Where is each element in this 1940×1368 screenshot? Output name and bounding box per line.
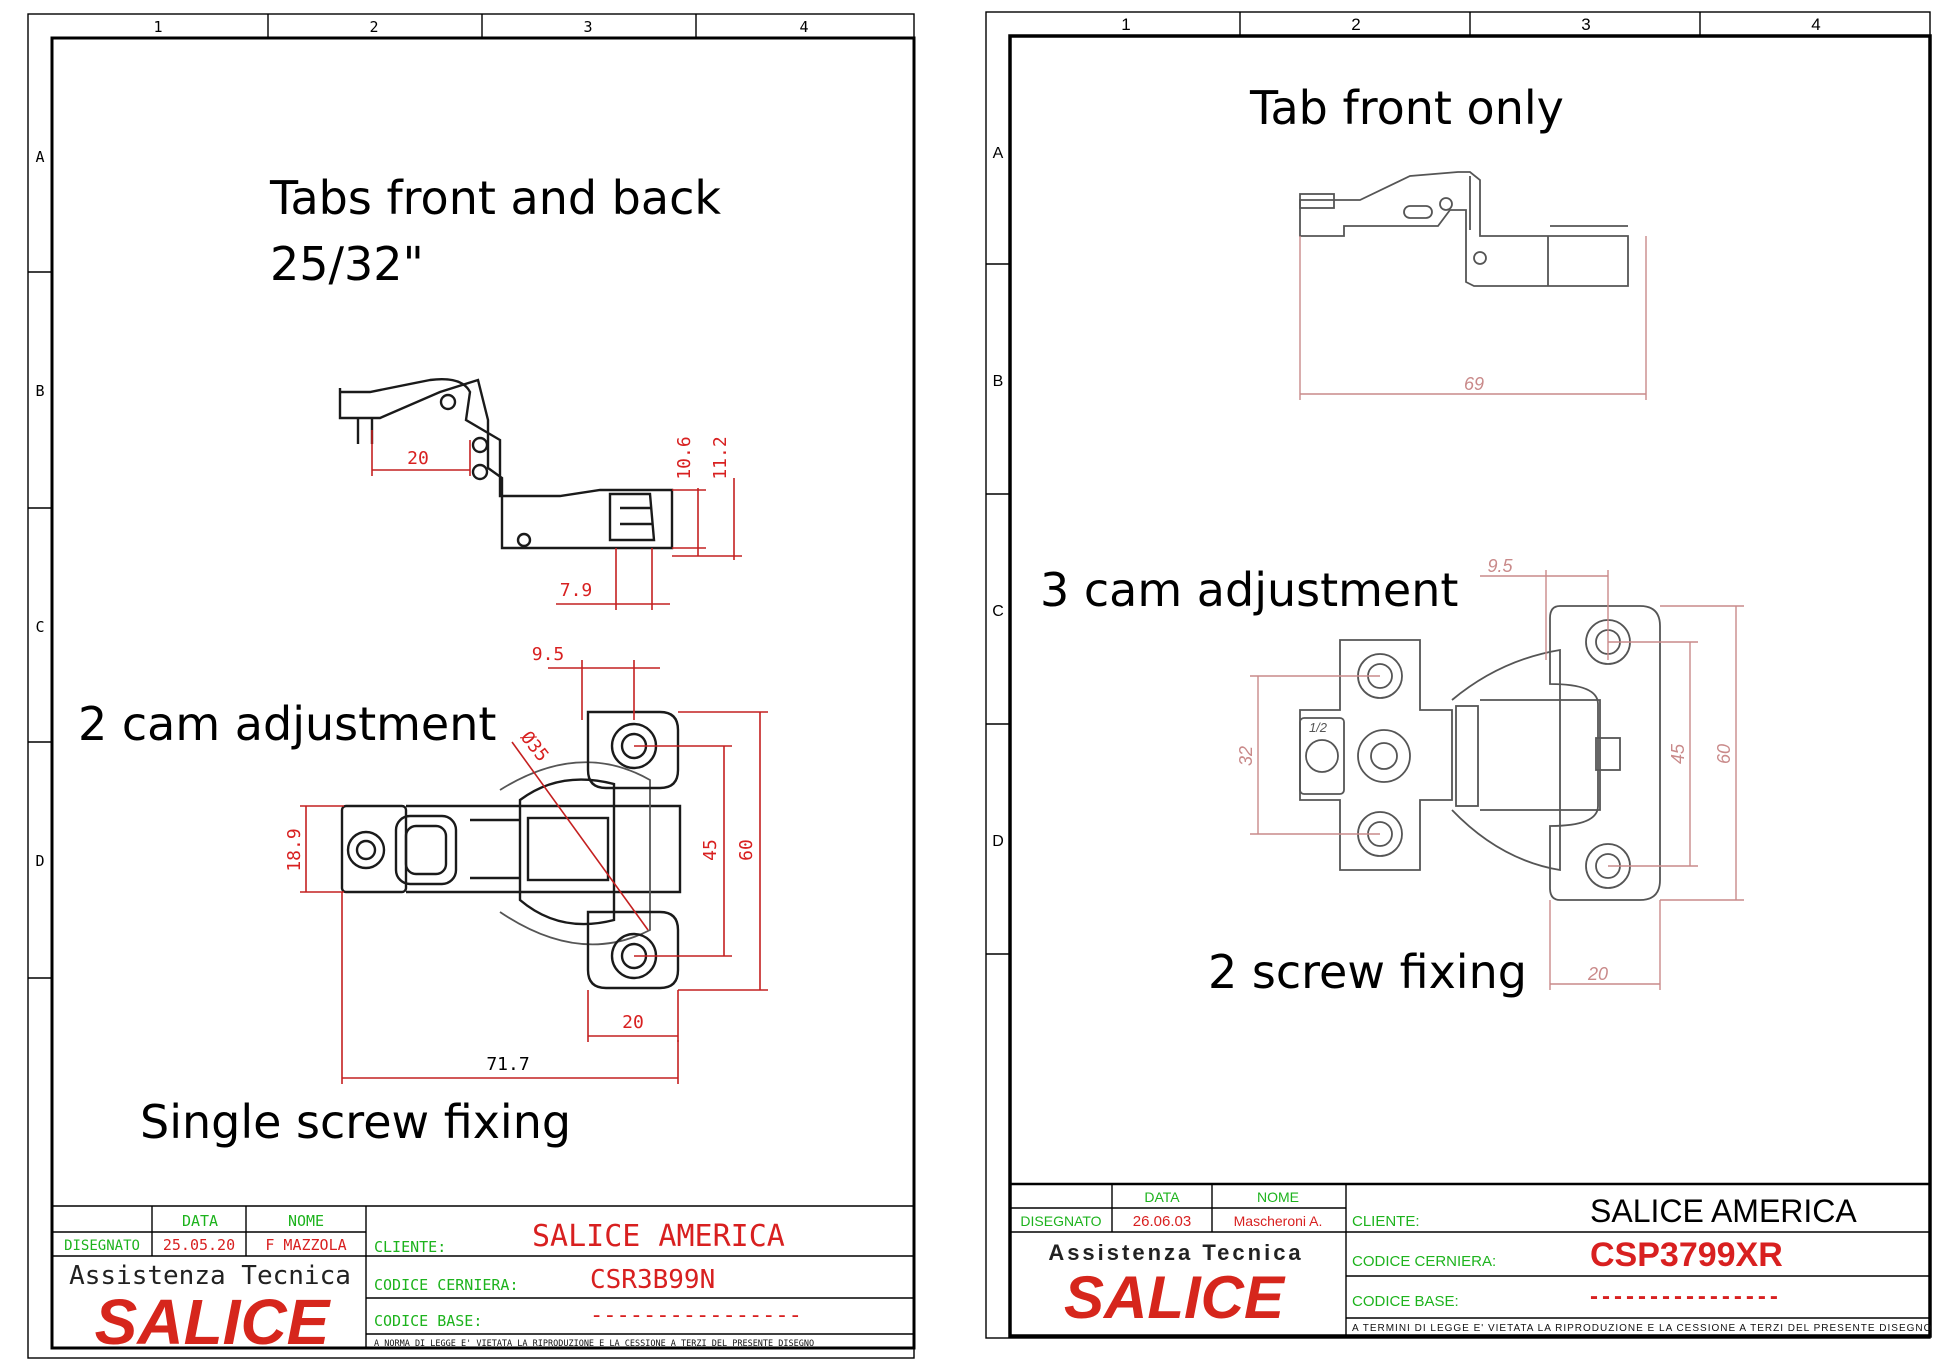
- left-date: 25.05.20: [163, 1236, 235, 1254]
- left-row-label-a: A: [35, 148, 44, 166]
- right-name: Mascheroni A.: [1234, 1213, 1323, 1229]
- left-dim-7-9: 7.9: [560, 580, 593, 601]
- right-col-label-2: 2: [1351, 15, 1360, 34]
- left-cerniera-value: CSR3B99N: [590, 1265, 715, 1295]
- left-footer-legal: A NORMA DI LEGGE E' VIETATA LA RIPRODUZI…: [374, 1339, 814, 1349]
- right-dim-32: 32: [1236, 746, 1256, 766]
- right-hinge-side-view: [1299, 171, 1629, 287]
- left-data-label: DATA: [182, 1212, 218, 1230]
- right-footer-legal: A TERMINI DI LEGGE E' VIETATA LA RIPRODU…: [1352, 1323, 1932, 1334]
- right-dim-45: 45: [1668, 743, 1688, 764]
- left-dim-diameter-35: Ø35: [516, 727, 553, 766]
- right-title-block: DATA NOME DISEGNATO 26.06.03 Mascheroni …: [1010, 1182, 1932, 1336]
- right-cliente-value: SALICE AMERICA: [1590, 1193, 1857, 1229]
- left-disegnato-label: DISEGNATO: [64, 1238, 140, 1254]
- right-assistenza: Assistenza Tecnica: [1048, 1240, 1303, 1265]
- left-row-label-c: C: [35, 618, 44, 636]
- right-dim-1-2: 1/2: [1309, 720, 1328, 735]
- right-base-value: ----------------: [1590, 1283, 1782, 1310]
- right-side-dims: 69: [1299, 236, 1647, 400]
- left-hinge-side-view: [338, 378, 674, 550]
- right-date: 26.06.03: [1133, 1213, 1191, 1230]
- right-data-label: DATA: [1144, 1189, 1180, 1205]
- right-base-label: CODICE BASE:: [1352, 1293, 1459, 1310]
- left-note-tabs-line1: Tabs front and back: [269, 171, 721, 225]
- left-dim-10-6: 10.6: [674, 436, 695, 479]
- right-cliente-label: CLIENTE:: [1352, 1213, 1420, 1230]
- right-col-label-4: 4: [1811, 15, 1820, 34]
- right-row-label-c: C: [992, 603, 1004, 620]
- right-cerniera-value: CSP3799XR: [1590, 1236, 1783, 1274]
- right-note-tab: Tab front only: [1249, 81, 1564, 135]
- left-inner-frame: [50, 36, 916, 1350]
- right-note-screw: 2 screw fixing: [1208, 945, 1527, 999]
- right-front-dims: 9.5 32 45 60 20: [1236, 556, 1744, 990]
- right-sheet: 1 2 3 4 A B C D Tab front only 3 cam adj…: [985, 11, 1932, 1339]
- left-dim-9-5: 9.5: [532, 644, 565, 665]
- right-col-label-1: 1: [1121, 15, 1130, 34]
- right-cerniera-label: CODICE CERNIERA:: [1352, 1253, 1496, 1270]
- left-dim-60: 60: [736, 839, 757, 861]
- left-dim-18-9: 18.9: [284, 828, 305, 871]
- left-dim-71-7: 71.7: [486, 1054, 529, 1075]
- left-note-screw: Single screw fixing: [140, 1095, 571, 1149]
- right-hinge-front-view: 1/2: [1299, 605, 1661, 901]
- left-col-label-2: 2: [369, 18, 378, 36]
- left-dim-11-2: 11.2: [710, 436, 731, 479]
- left-assistenza: Assistenza Tecnica: [69, 1261, 351, 1291]
- left-dim-45: 45: [700, 839, 721, 861]
- left-salice-logo: SALICE: [95, 1286, 332, 1358]
- right-col-label-3: 3: [1581, 15, 1590, 34]
- left-row-label-b: B: [35, 382, 44, 400]
- right-salice-logo: SALICE: [1064, 1264, 1286, 1331]
- left-col-label-1: 1: [153, 18, 162, 36]
- right-row-label-d: D: [992, 833, 1004, 850]
- left-dim-20-bottom: 20: [622, 1012, 644, 1033]
- left-base-value: ----------------: [590, 1303, 802, 1328]
- right-disegnato-label: DISEGNATO: [1020, 1213, 1101, 1229]
- right-dim-60: 60: [1714, 744, 1734, 764]
- right-note-cam: 3 cam adjustment: [1040, 563, 1458, 617]
- left-cliente-label: CLIENTE:: [374, 1238, 446, 1256]
- left-cliente-value: SALICE AMERICA: [532, 1219, 785, 1254]
- left-col-label-3: 3: [583, 18, 592, 36]
- left-base-label: CODICE BASE:: [374, 1312, 482, 1330]
- right-row-label-a: A: [993, 145, 1004, 162]
- left-name: F MAZZOLA: [265, 1236, 346, 1254]
- left-side-dims: 20 10.6 11.2 7.9: [371, 430, 742, 610]
- right-dim-20: 20: [1587, 964, 1608, 984]
- left-row-label-d: D: [35, 852, 44, 870]
- left-title-block: DATA NOME DISEGNATO 25.05.20 F MAZZOLA A…: [52, 1205, 914, 1358]
- left-nome-label: NOME: [288, 1212, 324, 1230]
- left-hinge-front-view: [340, 710, 682, 990]
- left-note-cam: 2 cam adjustment: [78, 697, 496, 751]
- left-sheet: 1 2 3 4 A B C D Tabs front and back 25/3…: [27, 13, 916, 1359]
- right-nome-label: NOME: [1257, 1189, 1299, 1205]
- right-dim-69: 69: [1464, 374, 1484, 394]
- right-dim-9-5: 9.5: [1487, 556, 1513, 576]
- left-note-tabs-line2: 25/32": [270, 237, 424, 291]
- left-col-label-4: 4: [799, 18, 808, 36]
- left-front-dims: 9.5 18.9 45 60 20 71.7 Ø35: [284, 644, 768, 1084]
- left-cerniera-label: CODICE CERNIERA:: [374, 1276, 519, 1294]
- left-dim-20-top: 20: [407, 448, 429, 469]
- right-row-label-b: B: [993, 373, 1004, 390]
